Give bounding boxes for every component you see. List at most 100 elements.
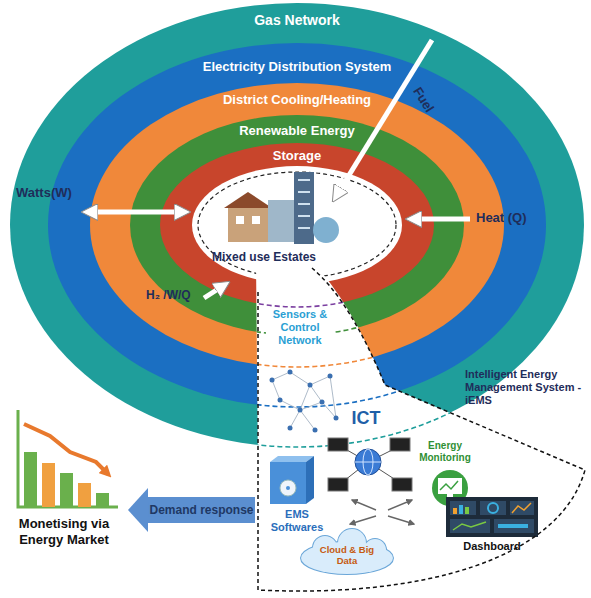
dashboard-icon [510,501,534,515]
sensor-label-box: Sensors & Control Network [266,308,334,352]
ict-icon [355,449,381,475]
ict-icon [328,478,348,491]
software-box: EMS Softwares [262,508,332,538]
energy-monitoring-icon [440,481,458,490]
sensor-network-graph [270,370,339,433]
dashboard-icon [488,503,498,513]
sensor-network-graph [272,380,280,400]
ict-icon [390,438,410,451]
ring-boundary-arc [130,115,464,335]
dashboard-icon [450,519,490,533]
data-flow-arrows [350,500,414,524]
energy-monitoring-icon [438,478,462,494]
dashboard-icon [450,501,476,515]
sensor-network-graph [278,398,283,403]
dashboard-icon [446,497,538,537]
ems-software-box-icon [306,456,314,504]
ring-boundary-arc [160,143,434,307]
ring-boundary-arc [48,43,546,407]
dashboard-icon [480,501,506,515]
sensor-network-graph [288,370,293,375]
ict-box: ICT [342,408,390,432]
buildings-illustration [298,203,310,205]
market-chart-icon [60,473,73,507]
sensor-network-graph [310,376,330,385]
dashboard-icon [498,524,528,528]
node-text: Monetising via Energy Market [0,516,128,547]
node-text: Renewable Energy [130,123,464,139]
sensor-network-graph [270,370,339,433]
heat-arrow [410,219,470,220]
data-flow-arrows [350,516,376,524]
sensor-network-graph [300,410,315,430]
market-chart-icon [78,483,91,507]
ems-software-box-icon [270,456,314,504]
heat-arrow [410,217,470,222]
buildings-illustration [224,172,339,244]
ems-software-box-icon [286,486,290,490]
dashboard-icon [459,505,463,514]
sensor-network-graph [288,426,293,431]
node-text: ICT [342,408,390,430]
market-chart-icon [96,493,109,507]
sensor-network-graph [280,400,300,410]
sensor-network-graph [298,408,303,413]
market-chart-icon [18,410,118,507]
monitoring-box: Energy Monitoring [412,440,478,468]
data-flow-arrows [352,500,376,510]
fuel-arrow [335,40,432,198]
node-text: Gas Network [10,12,584,29]
buildings-illustration [268,200,294,242]
h2-arrow [204,284,226,298]
ems-software-box-icon [280,480,296,496]
sensor-network-graph [310,385,322,402]
sensor-network-graph [328,374,333,379]
ict-icon [355,462,381,463]
ring-boundary-arc [90,83,504,367]
watts-arrow [86,212,186,213]
flow-label: Heat (Q) [476,210,527,226]
fuel-arrow [335,40,432,198]
fan-outline [258,268,585,591]
sensor-network-graph [270,378,275,383]
buildings-illustration [313,217,339,243]
sensor-network-graph [272,372,290,380]
sensor-network-graph [334,416,339,421]
sensor-network-graph [330,376,336,418]
buildings-illustration [294,172,314,244]
sensor-network-graph [300,402,322,410]
buildings-illustration [298,179,310,181]
dashboard-icon [453,508,457,514]
data-flow-arrows [388,500,412,510]
sensor-network-graph [313,428,318,433]
buildings-illustration [228,208,268,242]
buildings-illustration [298,227,310,229]
sensor-network-graph [308,383,313,388]
h2-arrow [204,284,226,298]
buildings-illustration [298,215,310,217]
cloud-icon [301,529,393,574]
ring-shape [90,83,504,367]
node-text: Intelligent Energy Management System - i… [465,368,587,408]
ict-icon [392,478,412,491]
flow-label: Fuel [410,84,437,115]
sensor-network-graph [290,410,300,428]
node-text: Dashboard [455,540,529,553]
cloud-box: Cloud & Big Data [312,544,382,569]
buildings-illustration [236,216,244,224]
node-text: Mixed use Estates [204,250,324,264]
edge-label: Demand response [148,503,254,517]
buildings-illustration [252,216,260,224]
node-text: Energy Monitoring [412,440,478,464]
ict-icon [328,438,348,451]
flow-label: Watts(W) [16,185,72,201]
ring-boundary-arc [10,3,584,447]
buildings-illustration [224,192,272,208]
dashboard-icon [512,503,531,513]
market-box: Monetising via Energy Market [0,400,128,570]
buildings-illustration [298,191,310,193]
dashboard-icon [453,522,486,530]
node-text: Sensors & Control Network [266,308,334,348]
demand-response-arrow [148,497,255,523]
